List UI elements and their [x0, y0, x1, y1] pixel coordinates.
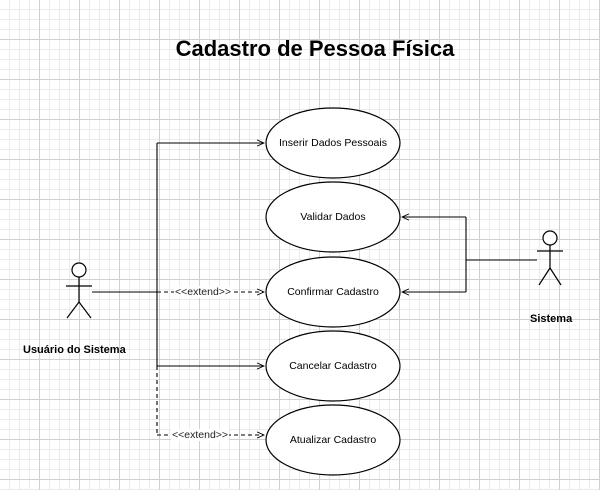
use-case-insert-ellipse[interactable]: [265, 107, 401, 179]
use-case-insert-label: Inserir Dados Pessoais: [279, 137, 387, 149]
use-case-update-label: Atualizar Cadastro: [289, 434, 377, 446]
use-case-update-ellipse[interactable]: [265, 404, 401, 476]
use-case-validate-label: Validar Dados: [300, 211, 366, 223]
use-case-cancel-label: Cancelar Cadastro: [289, 360, 377, 372]
user-actor-label: Usuário do Sistema: [23, 344, 126, 356]
diagram-title: Cadastro de Pessoa Física: [175, 36, 455, 61]
extend-label-update: <<extend>>: [171, 429, 230, 441]
use-case-validate-ellipse[interactable]: [265, 181, 401, 253]
use-case-confirm-ellipse[interactable]: [265, 256, 401, 328]
use-case-cancel-ellipse[interactable]: [265, 330, 401, 402]
system-actor-figure[interactable]: [537, 230, 563, 286]
extend-label-confirm: <<extend>>: [174, 286, 233, 298]
user-connectors: [92, 143, 264, 366]
system-actor-label: Sistema: [530, 313, 573, 325]
extend-connectors: [156, 292, 264, 435]
system-connectors: [402, 217, 537, 292]
use-case-confirm-label: Confirmar Cadastro: [287, 286, 379, 298]
user-actor-figure[interactable]: [66, 262, 92, 319]
